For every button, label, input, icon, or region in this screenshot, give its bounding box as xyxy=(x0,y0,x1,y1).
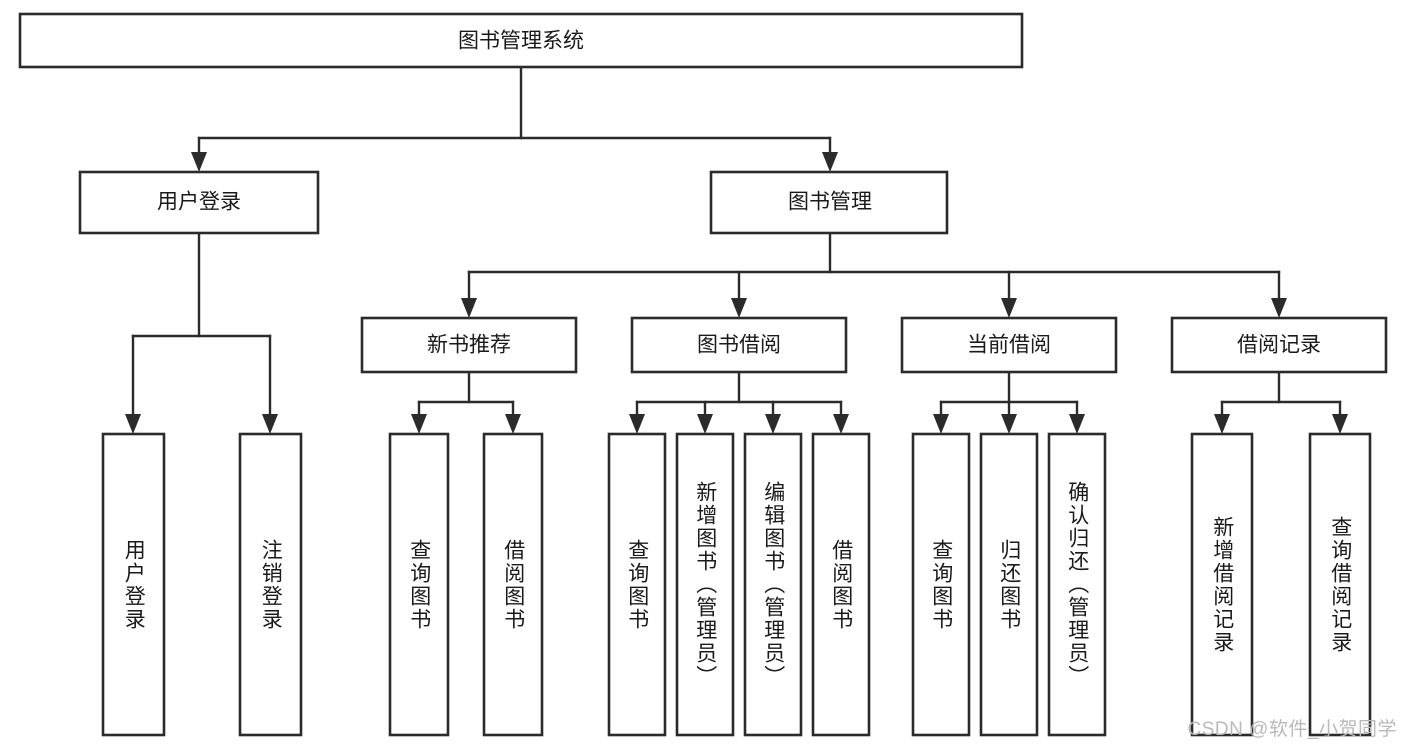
node-login[interactable]: 用户登录 xyxy=(78,170,320,235)
node-newbook-box[interactable] xyxy=(360,316,578,374)
node-leaf-new-query-box[interactable] xyxy=(388,432,450,737)
arrow-bw-to-edit xyxy=(765,414,781,434)
node-leaf-borrow-edit-box[interactable] xyxy=(743,432,803,737)
arrow-bm-to-records xyxy=(1271,298,1287,318)
node-newbook[interactable]: 新书推荐 xyxy=(360,316,578,374)
node-leaf-borrow-add-box[interactable] xyxy=(675,432,735,737)
node-records-box[interactable] xyxy=(1170,316,1388,374)
leaf-box-layer xyxy=(101,432,1372,737)
node-records-label: 借阅记录 xyxy=(1237,334,1321,357)
arrow-bw-to-lend xyxy=(833,414,849,434)
node-leaf-user-login-box[interactable] xyxy=(101,432,166,737)
arrow-rc-to-add xyxy=(1214,414,1230,434)
node-bookmgmt-box[interactable] xyxy=(709,170,949,235)
csdn-watermark: CSDN @软件_小贺同学 xyxy=(1187,719,1397,740)
arrow-bw-to-add xyxy=(697,414,713,434)
node-leaf-cur-confirm-box[interactable] xyxy=(1047,432,1107,737)
node-login-label: 用户登录 xyxy=(157,191,241,214)
node-borrow-box[interactable] xyxy=(630,316,848,374)
node-leaf-borrow-lend-box[interactable] xyxy=(811,432,871,737)
node-borrow[interactable]: 图书借阅 xyxy=(630,316,848,374)
node-root-box[interactable] xyxy=(18,12,1024,69)
arrow-nb-to-borrow xyxy=(505,414,521,434)
node-borrow-label: 图书借阅 xyxy=(697,334,781,357)
node-root[interactable]: 图书管理系统 xyxy=(18,12,1024,69)
node-current-label: 当前借阅 xyxy=(967,334,1051,357)
node-leaf-rec-query-box[interactable] xyxy=(1308,432,1372,737)
node-records[interactable]: 借阅记录 xyxy=(1170,316,1388,374)
node-leaf-borrow-query-box[interactable] xyxy=(607,432,667,737)
node-root-label: 图书管理系统 xyxy=(458,30,584,53)
arrow-login-to-user-logout xyxy=(262,414,278,434)
connector-layer xyxy=(125,65,1348,434)
node-bookmgmt-label: 图书管理 xyxy=(788,191,872,214)
node-bookmgmt[interactable]: 图书管理 xyxy=(709,170,949,235)
node-current[interactable]: 当前借阅 xyxy=(900,316,1118,374)
node-leaf-cur-return-box[interactable] xyxy=(979,432,1039,737)
arrow-cu-to-query xyxy=(933,414,949,434)
node-leaf-user-logout-box[interactable] xyxy=(238,432,303,737)
arrow-nb-to-query xyxy=(411,414,427,434)
arrow-root-to-login xyxy=(191,152,207,172)
arrow-cu-to-return xyxy=(1001,414,1017,434)
arrow-login-to-user-login xyxy=(125,414,141,434)
arrow-root-to-bookmgmt xyxy=(822,152,838,172)
node-login-box[interactable] xyxy=(78,170,320,235)
arrow-cu-to-confirm xyxy=(1069,414,1085,434)
arrow-rc-to-query xyxy=(1332,414,1348,434)
arrow-bm-to-newbook xyxy=(461,298,477,318)
arrow-bw-to-query xyxy=(629,414,645,434)
node-current-box[interactable] xyxy=(900,316,1118,374)
node-leaf-cur-query-box[interactable] xyxy=(911,432,971,737)
node-leaf-new-borrow-box[interactable] xyxy=(482,432,544,737)
arrow-bm-to-borrow xyxy=(731,298,747,318)
arrow-bm-to-current xyxy=(1001,298,1017,318)
node-leaf-rec-add-box[interactable] xyxy=(1190,432,1254,737)
node-newbook-label: 新书推荐 xyxy=(427,334,511,357)
